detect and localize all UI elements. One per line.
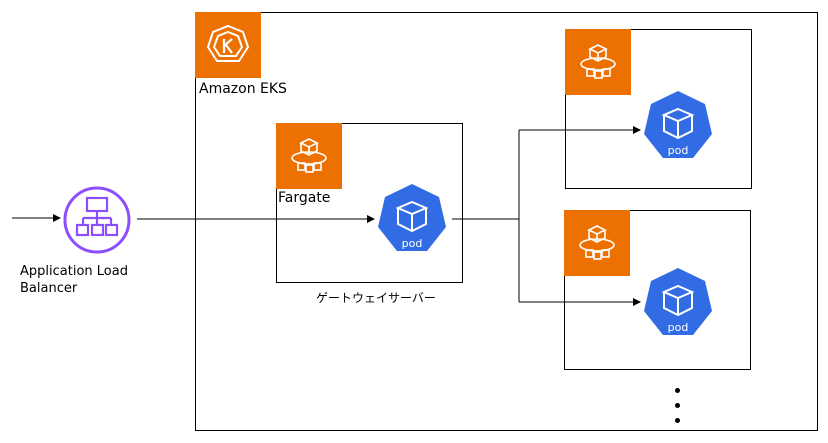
alb-label-line1: Application Load [20, 264, 128, 279]
fargate-icon [276, 123, 342, 189]
pod-label: pod [668, 321, 689, 334]
ellipsis-dot [675, 388, 680, 393]
kubernetes-pod-icon: pod [641, 266, 715, 340]
ellipsis-dot [675, 418, 680, 423]
amazon-eks-icon [195, 12, 261, 78]
alb-label-line2: Balancer [20, 281, 78, 296]
kubernetes-pod-icon: pod [641, 89, 715, 163]
fargate-icon [565, 29, 631, 95]
application-load-balancer-icon [61, 184, 133, 256]
pod-label: pod [668, 144, 689, 157]
fargate-label: Fargate [278, 190, 331, 206]
pod-label: pod [402, 237, 423, 250]
ellipsis-dot [675, 403, 680, 408]
fargate-icon [564, 210, 630, 276]
gateway-caption: ゲートウェイサーバー [316, 291, 436, 305]
eks-label: Amazon EKS [199, 81, 287, 97]
kubernetes-pod-icon: pod [375, 182, 449, 256]
